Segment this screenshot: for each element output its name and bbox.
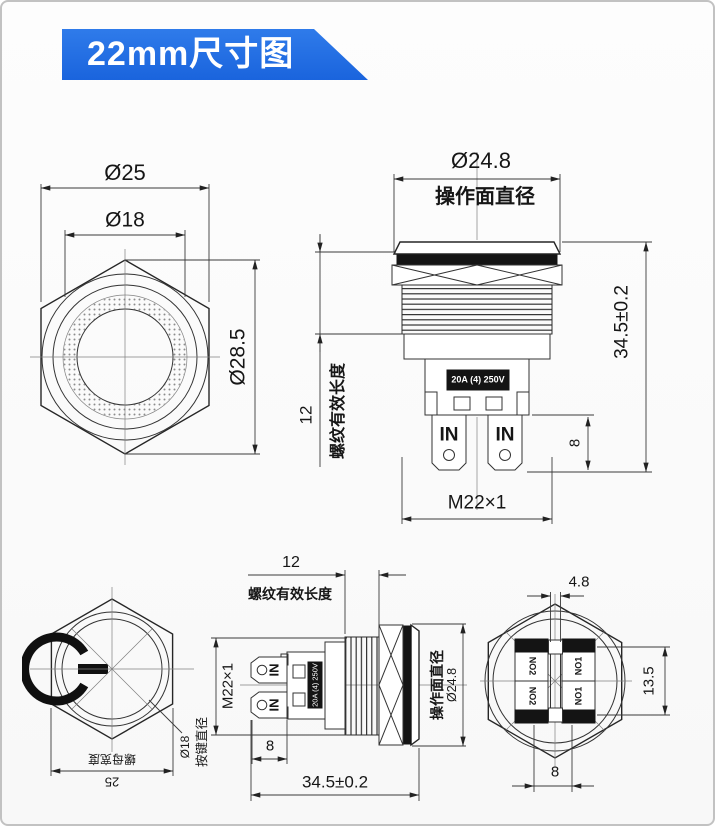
- cap-black-band: [396, 254, 558, 266]
- dim-m22: [211, 637, 347, 736]
- label-button-diameter: 按键直径: [194, 716, 209, 768]
- knurl-collar-pattern: [391, 264, 563, 286]
- dim-label-span-135: 13.5: [640, 666, 658, 696]
- terminal-in-top-text: IN: [266, 663, 282, 677]
- terminal-in-bottom-text: IN: [266, 698, 282, 712]
- knurl-collar: [378, 624, 404, 746]
- terminal-no1-bottom-text: NO1: [573, 686, 583, 706]
- terminal-in-right-text: IN: [495, 424, 515, 446]
- terminal-hole-top: [256, 664, 268, 676]
- center-post-bottom: [548, 707, 563, 723]
- dim-d18: [64, 230, 186, 297]
- terminal-hole-bottom: [256, 699, 268, 711]
- dim-label-m22: M22×1: [447, 492, 507, 514]
- dim-label-d285: Ø28.5: [226, 328, 250, 386]
- terminal-bottom: [250, 691, 288, 719]
- housing-window-bottom: [292, 692, 306, 707]
- dim-d25: [40, 184, 210, 302]
- body-section: [403, 333, 551, 360]
- terminal-no2-top-text: NO2: [527, 656, 537, 676]
- thread-section: [401, 284, 553, 335]
- dim-pitch-8: [512, 725, 594, 792]
- dim-label-pitch-8: 8: [550, 763, 560, 781]
- dim-total-height: [527, 241, 652, 473]
- terminal-top: [250, 656, 288, 684]
- rating-plate: [307, 661, 323, 709]
- dim-nut-width: [50, 708, 174, 776]
- button-cap: [392, 241, 562, 255]
- dim-label-slot-48: 4.8: [568, 573, 590, 591]
- housing-window-top: [292, 664, 306, 679]
- rating-text: 20A (4) 250V: [451, 374, 505, 385]
- label-thread-length: 螺纹有效长度: [248, 586, 332, 602]
- dim-label-button-d18: Ø18: [178, 735, 192, 759]
- side-view-drawing: [315, 152, 652, 524]
- dim-m22: [401, 457, 553, 524]
- dim-label-thread-length: 12: [282, 554, 300, 571]
- terminal-no2-bottom-text: NO2: [527, 686, 537, 706]
- bottom-side-view-drawing: [211, 570, 467, 801]
- terminal-right: [487, 414, 523, 471]
- button-cap: [410, 623, 420, 747]
- centerlines: [30, 587, 194, 752]
- dim-label-d248: Ø24.8: [444, 667, 459, 703]
- centerlines: [30, 249, 220, 465]
- label-face-diameter: 操作面直径: [429, 650, 445, 720]
- dim-span-135: [597, 646, 670, 716]
- cap-black-band: [402, 625, 412, 745]
- dim-d248: [412, 623, 466, 747]
- dim-label-d25: Ø25: [104, 160, 146, 185]
- housing-tab-left: [424, 391, 438, 416]
- terminal-hole-left: [443, 449, 455, 461]
- rating-text: 20A (4) 250V: [310, 663, 320, 707]
- dim-label-thread-length: 12: [296, 405, 316, 425]
- rear-view-drawing: [480, 592, 670, 792]
- front-view-drawing: [30, 184, 260, 465]
- dim-label-terminal-8: 8: [265, 737, 275, 755]
- label-thread-length: 螺纹有效长度: [330, 362, 347, 460]
- dim-label-nut-25: 25: [104, 774, 120, 790]
- terminal-left: [431, 414, 467, 471]
- center-post-top: [548, 639, 563, 655]
- dim-slot-48: [527, 592, 584, 642]
- label-face-diameter: 操作面直径: [435, 186, 535, 208]
- dim-label-d248: Ø24.8: [451, 148, 511, 173]
- centerlines: [480, 594, 632, 768]
- knurl-collar-pattern: [378, 624, 404, 746]
- label-nut-width: 螺母宽度: [87, 752, 137, 766]
- thread-section: [344, 636, 380, 736]
- title-banner: 22mm尺寸图: [62, 29, 368, 80]
- body-section: [324, 641, 346, 730]
- bottom-front-view-drawing: [22, 587, 194, 776]
- leader-button-dia: [148, 699, 183, 734]
- dim-thread-length: [315, 234, 404, 467]
- dim-label-d18: Ø18: [105, 208, 145, 232]
- housing-window-left: [453, 396, 471, 411]
- housing-window-right: [485, 396, 503, 411]
- dim-terminal-8: [251, 720, 288, 764]
- dim-d248: [393, 174, 561, 252]
- rating-plate: [446, 369, 510, 391]
- dim-d285: [125, 259, 260, 455]
- dim-label-terminal-8: 8: [566, 438, 584, 448]
- knurl-collar: [391, 264, 563, 286]
- dim-thread-length: [248, 570, 406, 634]
- terminal-hole-right: [499, 449, 511, 461]
- dim-label-total-height: 34.5±0.2: [611, 285, 633, 359]
- dim-terminal-8: [532, 414, 594, 471]
- housing-tab-right: [516, 391, 530, 416]
- dim-label-m22: M22×1: [219, 662, 237, 710]
- page-title: 22mm尺寸图: [87, 35, 295, 73]
- terminal-in-left-text: IN: [439, 424, 459, 446]
- terminal-block: [514, 638, 596, 724]
- dim-total-height: [250, 720, 420, 801]
- dim-label-total-height: 34.5±0.2: [301, 772, 369, 792]
- terminal-no1-top-text: NO1: [573, 656, 583, 676]
